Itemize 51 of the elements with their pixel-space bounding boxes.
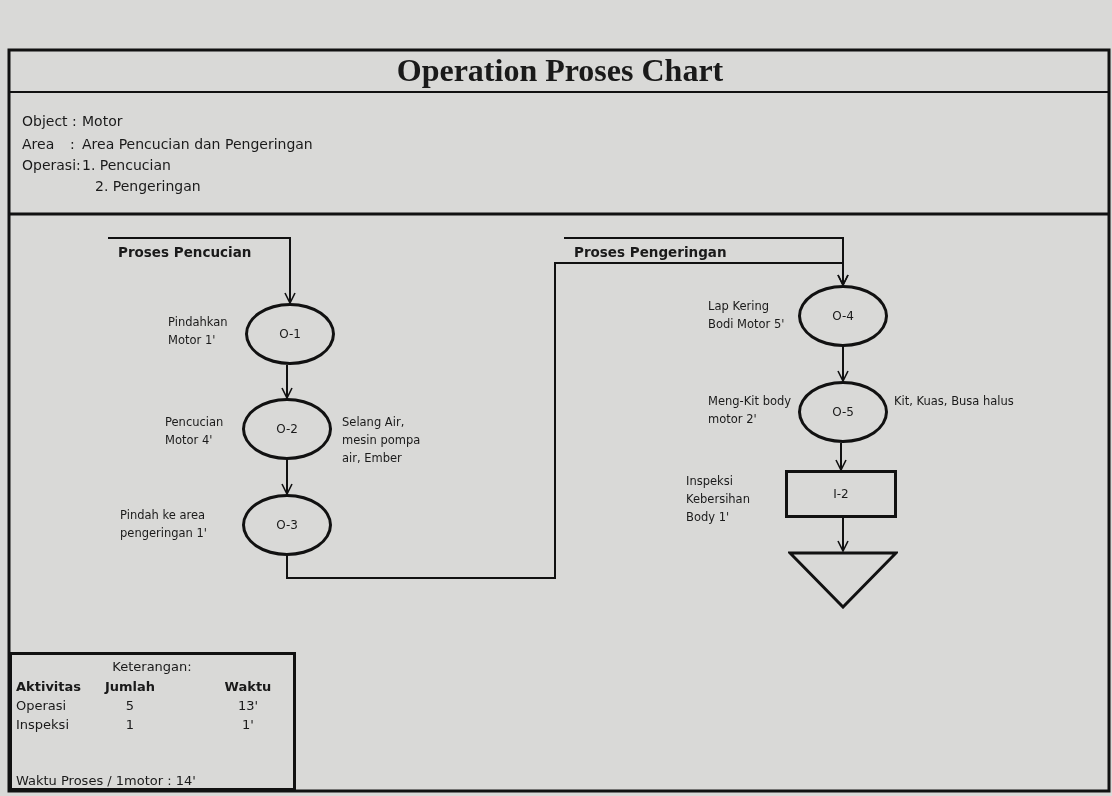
field-label: Area [22, 136, 55, 152]
node-code: O-3 [276, 518, 298, 532]
flow-arrow [107, 237, 296, 304]
flow-arrow [835, 442, 847, 471]
summary-note: Waktu Proses / 1motor : 14' [16, 773, 197, 788]
step-description: Pindahkan Motor 1' [168, 314, 229, 349]
field-label: Operasi: [22, 157, 81, 173]
flow-arrow [281, 459, 293, 495]
list-item: 1. Pencucian [82, 157, 171, 173]
flow-arrow [837, 346, 849, 382]
tool-note: Selang Air, mesin pompa air, Ember [342, 414, 422, 467]
field-value: Area Pencucian dan Pengeringan [82, 136, 313, 152]
table-heading: Keterangan: [111, 659, 193, 674]
step-description: Pindah ke area pengeringan 1' [120, 507, 209, 542]
inspection-box [785, 470, 897, 518]
node-code: O-5 [832, 405, 854, 419]
process-heading: Proses Pencucian [118, 244, 252, 260]
node-code: O-1 [279, 327, 301, 341]
table-cell-text: 5 [124, 698, 136, 713]
operation-circle [798, 381, 888, 443]
node-code: I-2 [833, 487, 849, 501]
table-cell-text: 1' [241, 717, 255, 732]
flow-arrow [281, 364, 293, 399]
flow-arrow [563, 237, 849, 286]
field-label: Object : [22, 113, 77, 129]
process-heading: Proses Pengeringan [574, 244, 727, 260]
table-cell-text: Operasi [16, 698, 68, 713]
list-item: 2. Pengeringan [95, 178, 201, 194]
operation-circle [242, 398, 332, 460]
step-description: Meng-Kit body motor 2' [708, 393, 793, 428]
operation-circle [245, 303, 335, 365]
node-code: O-2 [276, 422, 298, 436]
column-header: Aktivitas [16, 679, 83, 694]
step-description: Inspeksi Kebersihan Body 1' [686, 473, 751, 526]
field-value: Motor [82, 113, 123, 129]
tool-note: Kit, Kuas, Busa halus [894, 393, 1015, 410]
column-header: Waktu [223, 679, 273, 694]
flow-arrow [837, 517, 849, 552]
separator: : [70, 136, 75, 152]
step-description: Lap Kering Bodi Motor 5' [708, 298, 786, 333]
column-header: Jumlah [103, 679, 157, 694]
step-description: Pencucian Motor 4' [165, 414, 225, 449]
table-cell-text: 1 [124, 717, 136, 732]
operation-circle [242, 494, 332, 556]
node-code: O-4 [832, 309, 854, 323]
storage-triangle [788, 551, 898, 609]
operation-circle [798, 285, 888, 347]
summary-box [9, 652, 296, 791]
table-cell-text: 13' [236, 698, 260, 713]
table-cell-text: Inspeksi [16, 717, 70, 732]
chart-title: Operation Proses Chart [395, 52, 725, 89]
